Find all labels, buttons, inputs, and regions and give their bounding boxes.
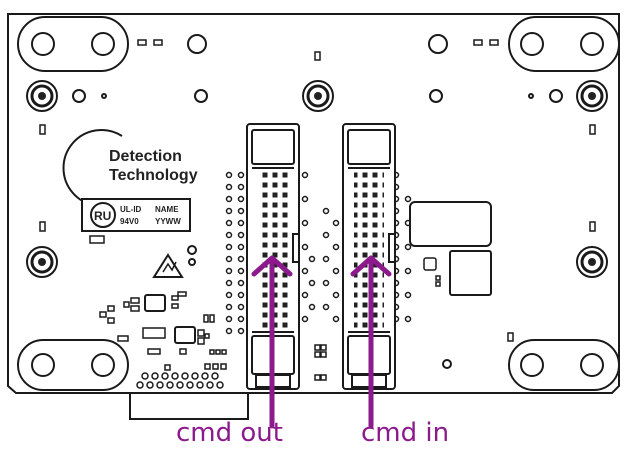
small-pads [39, 39, 596, 381]
bottom-tab [129, 392, 249, 420]
logo-line-2: Technology [109, 167, 198, 184]
mount-bottom-left [17, 339, 129, 391]
ul-icon: RU [94, 209, 111, 223]
right-components [409, 201, 492, 296]
date-code-text: YYWW [155, 217, 181, 226]
mount-top-right [508, 16, 620, 72]
name-text: NAME [155, 205, 179, 214]
lower-left-components [99, 275, 441, 371]
logo-line-1: Detection [109, 148, 182, 165]
bottom-dot-row [136, 372, 224, 389]
via-grid-left [225, 171, 316, 335]
rating-text: 94V0 [120, 217, 139, 226]
standoff-holes [26, 80, 608, 278]
mount-top-left [17, 16, 129, 72]
mount-bottom-right [508, 339, 620, 391]
label-cmd-out: cmd out [176, 418, 283, 448]
label-cmd-in: cmd in [361, 418, 450, 448]
company-logo: Detection Technology [62, 129, 198, 207]
callout-arrow-cmd-out [251, 255, 293, 429]
esd-warning-icon [152, 253, 184, 278]
small-holes [72, 34, 563, 369]
ul-id-text: UL-ID [120, 205, 142, 214]
callout-arrow-cmd-in [350, 255, 392, 429]
ul-marking: RU UL-ID NAME 94V0 YYWW [81, 198, 191, 232]
